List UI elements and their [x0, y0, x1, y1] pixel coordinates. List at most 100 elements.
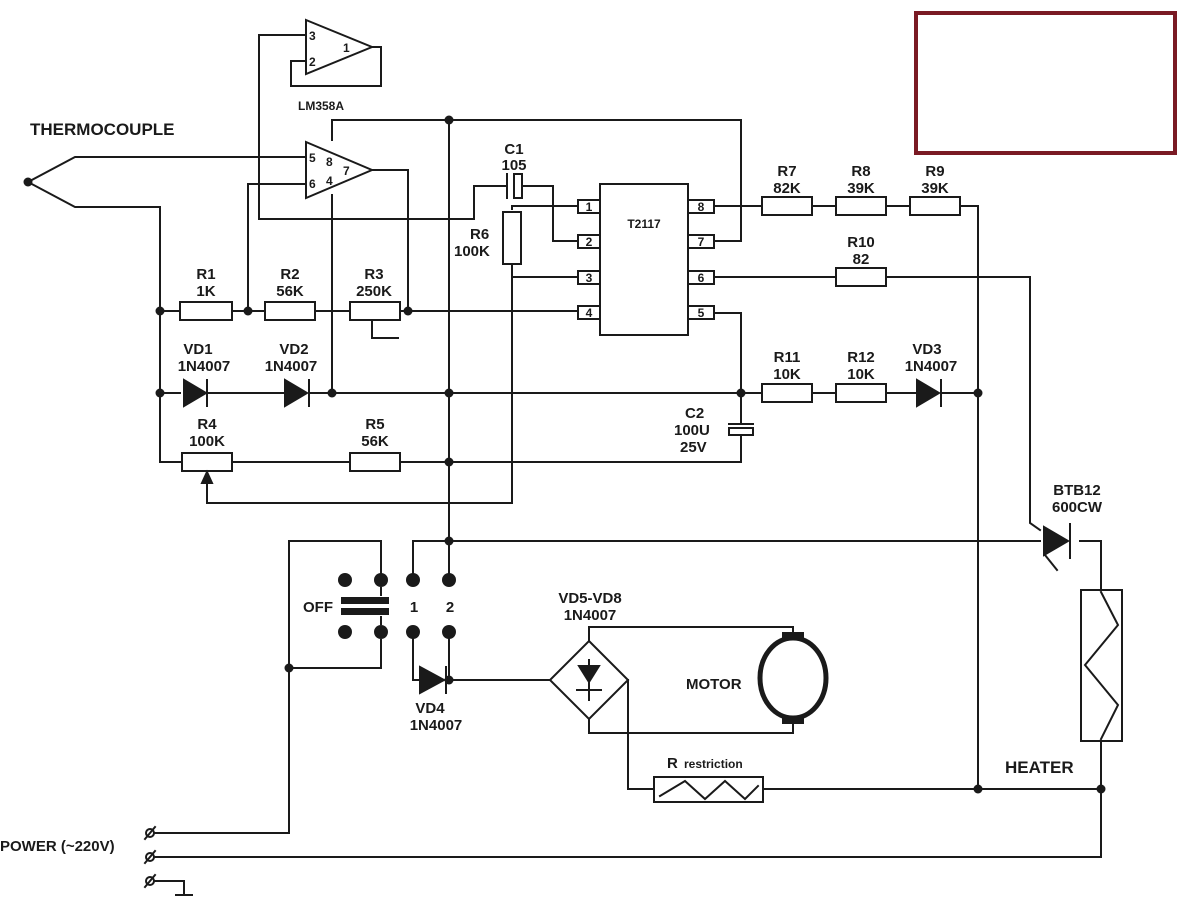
power-label: POWER (~220V): [0, 838, 115, 855]
svg-text:10K: 10K: [773, 366, 801, 383]
svg-text:R3: R3: [364, 266, 383, 283]
svg-text:VD3: VD3: [912, 341, 941, 358]
svg-text:600CW: 600CW: [1052, 499, 1103, 516]
diode-vd4: VD4 1N4007: [410, 665, 463, 734]
resistor-r8: R8 39K: [835, 163, 887, 216]
svg-text:100U: 100U: [674, 422, 710, 439]
resistor-r2: R2 56K: [264, 266, 316, 321]
svg-text:56K: 56K: [276, 283, 304, 300]
svg-text:1N4007: 1N4007: [905, 358, 958, 375]
capacitor-c2: C2 100U 25V: [674, 405, 754, 456]
svg-text:250K: 250K: [356, 283, 392, 300]
diode-vd3: VD3 1N4007: [905, 341, 958, 408]
svg-text:6: 6: [698, 271, 705, 285]
svg-text:4: 4: [586, 306, 593, 320]
svg-text:R2: R2: [280, 266, 299, 283]
svg-text:39K: 39K: [921, 180, 949, 197]
junctions: [155, 115, 1106, 794]
svg-text:105: 105: [501, 157, 526, 174]
resistor-r6: R6 100K: [454, 211, 522, 265]
svg-text:T2117: T2117: [627, 217, 661, 231]
thermocouple-label: THERMOCOUPLE: [30, 120, 175, 139]
svg-text:10K: 10K: [847, 366, 875, 383]
heater-element: HEATER: [1005, 589, 1123, 777]
svg-text:8: 8: [698, 200, 705, 214]
resistor-r7: R7 82K: [761, 163, 813, 216]
svg-text:R7: R7: [777, 163, 796, 180]
svg-text:VD4: VD4: [415, 700, 445, 717]
svg-text:R1: R1: [196, 266, 215, 283]
thermocouple-junction: [23, 177, 33, 187]
svg-text:3: 3: [586, 271, 593, 285]
svg-text:VD5-VD8: VD5-VD8: [558, 590, 621, 607]
potentiometer-r4: R4 100K: [181, 416, 233, 484]
svg-text:VD2: VD2: [279, 341, 308, 358]
heater-label: HEATER: [1005, 758, 1074, 777]
mode-switch: OFF 1 2: [303, 573, 456, 639]
wiring: [26, 34, 1102, 896]
corner-frame: [914, 11, 1177, 155]
svg-text:C1: C1: [504, 141, 523, 158]
power-terminals: POWER (~220V): [0, 825, 157, 889]
svg-text:R4: R4: [197, 416, 217, 433]
resistor-r11: R11 10K: [761, 349, 813, 403]
diode-vd2: VD2 1N4007: [265, 341, 318, 408]
resistor-r10: R10 82: [835, 234, 887, 287]
svg-text:1: 1: [343, 41, 350, 55]
svg-text:R5: R5: [365, 416, 384, 433]
svg-text:2: 2: [309, 55, 316, 69]
switch-pos2-label: 2: [446, 599, 454, 616]
svg-text:100K: 100K: [189, 433, 225, 450]
svg-text:C2: C2: [685, 405, 704, 422]
svg-text:6: 6: [309, 177, 316, 191]
svg-text:5: 5: [698, 306, 705, 320]
diode-vd1: VD1 1N4007: [178, 341, 231, 408]
opamp-lm358a: 3 2 1 LM358A: [298, 18, 375, 113]
svg-text:1: 1: [586, 200, 593, 214]
svg-text:restriction: restriction: [684, 757, 743, 771]
switch-pos1-label: 1: [410, 599, 418, 616]
svg-text:R11: R11: [774, 349, 801, 366]
svg-text:5: 5: [309, 151, 316, 165]
svg-text:3: 3: [309, 29, 316, 43]
capacitor-c1: C1 105: [501, 141, 527, 199]
svg-text:56K: 56K: [361, 433, 389, 450]
svg-text:2: 2: [586, 235, 593, 249]
svg-text:82: 82: [853, 251, 870, 268]
opamp-lm358b: 5 6 8 4 7: [305, 140, 375, 200]
motor: MOTOR: [686, 632, 829, 724]
svg-text:R: R: [667, 755, 678, 772]
resistor-r9: R9 39K: [909, 163, 961, 216]
svg-text:R8: R8: [851, 163, 870, 180]
svg-text:1N4007: 1N4007: [265, 358, 318, 375]
svg-text:100K: 100K: [454, 243, 490, 260]
motor-label: MOTOR: [686, 676, 742, 693]
resistor-restriction: R restriction: [653, 755, 764, 803]
svg-text:4: 4: [326, 174, 333, 188]
potentiometer-r3: R3 250K: [349, 266, 401, 321]
switch-off-label: OFF: [303, 599, 333, 616]
triac-btb12: BTB12 600CW: [1043, 482, 1103, 572]
resistor-r5: R5 56K: [349, 416, 401, 472]
svg-text:R9: R9: [925, 163, 944, 180]
resistor-r12: R12 10K: [835, 349, 887, 403]
svg-text:1N4007: 1N4007: [410, 717, 463, 734]
svg-text:1K: 1K: [196, 283, 215, 300]
svg-text:82K: 82K: [773, 180, 801, 197]
resistor-r1: R1 1K: [179, 266, 233, 321]
svg-text:R12: R12: [847, 349, 875, 366]
svg-text:8: 8: [326, 155, 333, 169]
svg-text:7: 7: [343, 164, 350, 178]
svg-text:39K: 39K: [847, 180, 875, 197]
svg-text:R6: R6: [470, 226, 489, 243]
lm358a-label: LM358A: [298, 99, 344, 113]
svg-text:7: 7: [698, 235, 705, 249]
svg-text:R10: R10: [847, 234, 875, 251]
svg-text:1N4007: 1N4007: [178, 358, 231, 375]
bridge-rectifier-vd5-vd8: VD5-VD8 1N4007: [548, 590, 630, 721]
svg-text:VD1: VD1: [183, 341, 212, 358]
svg-text:1N4007: 1N4007: [564, 607, 617, 624]
svg-text:BTB12: BTB12: [1053, 482, 1101, 499]
svg-text:25V: 25V: [680, 439, 707, 456]
